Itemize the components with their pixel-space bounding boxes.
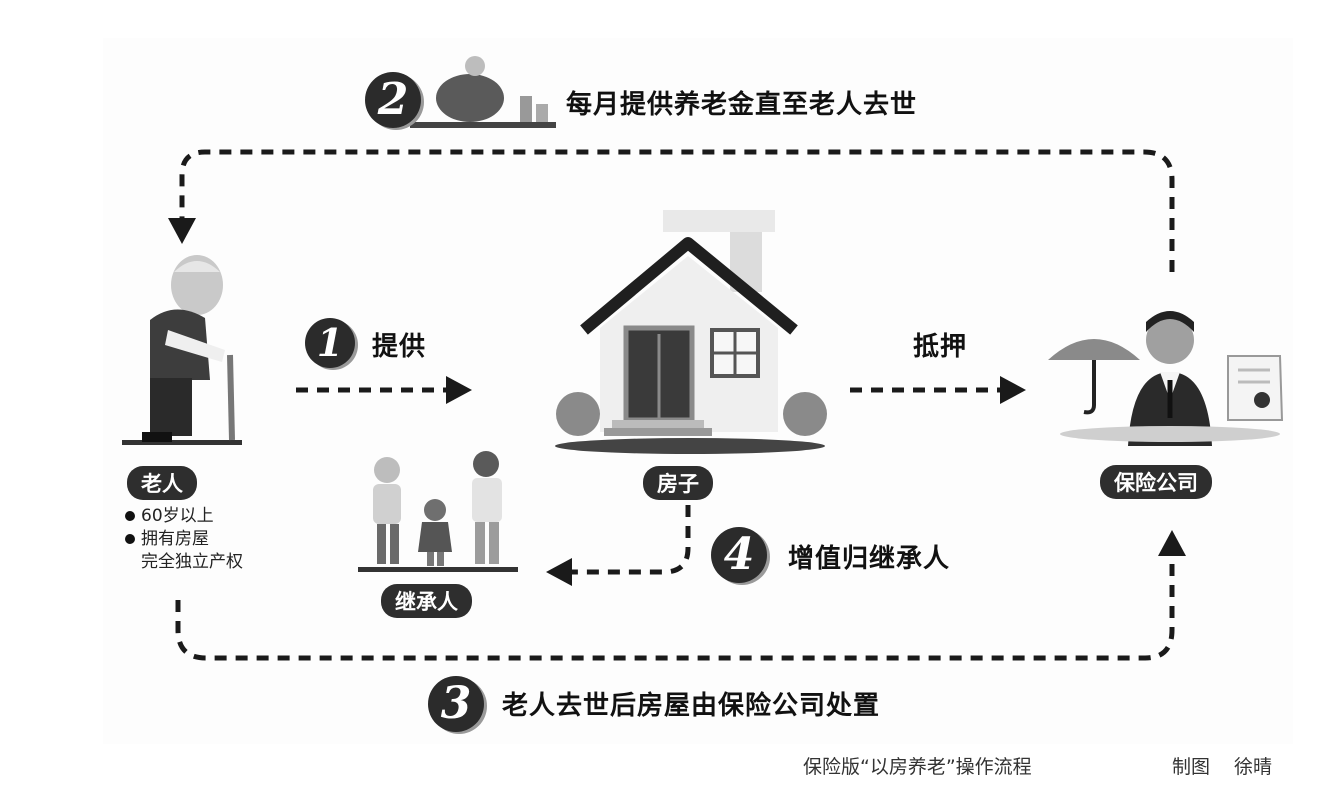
step-4-badge: 4 <box>711 527 767 583</box>
step-1-label: 提供 <box>372 332 427 362</box>
condition-item: 60岁以上 <box>125 505 243 528</box>
arrowhead-insurer <box>1158 530 1186 556</box>
step-3-badge: 3 <box>428 676 484 732</box>
node-elder: 老人 <box>127 466 197 500</box>
heirs-illustration <box>358 451 518 572</box>
step-2-label: 每月提供养老金直至老人去世 <box>566 90 918 120</box>
step-3-label: 老人去世后房屋由保险公司处置 <box>502 691 881 721</box>
elder-conditions: 60岁以上 拥有房屋 完全独立产权 <box>125 505 243 574</box>
piggy-bank-icon <box>410 56 556 128</box>
condition-item: 完全独立产权 <box>141 552 243 572</box>
figure-credit: 制图 徐晴 <box>1172 756 1273 778</box>
arrowhead-insurer-right <box>1000 376 1026 404</box>
arrowhead-elder <box>168 218 196 244</box>
node-house: 房子 <box>643 466 713 500</box>
condition-item: 拥有房屋 <box>125 528 243 551</box>
mortgage-label: 抵押 <box>913 332 968 362</box>
node-heirs: 继承人 <box>381 584 472 618</box>
step-2-badge: 2 <box>365 72 421 128</box>
arrow-insurer-disposal <box>175 560 1175 661</box>
figure-caption: 保险版“以房养老”操作流程 <box>803 756 1032 778</box>
insurer-illustration <box>1048 311 1284 446</box>
step-4-label: 增值归继承人 <box>788 544 951 574</box>
house-illustration <box>555 210 827 454</box>
arrowhead-house <box>446 376 472 404</box>
elder-illustration <box>122 255 242 445</box>
node-insurer: 保险公司 <box>1100 465 1212 499</box>
arrow-appreciation <box>570 505 691 575</box>
arrowhead-heirs <box>546 558 572 586</box>
arrow-monthly-pension <box>179 149 1175 272</box>
step-1-badge: 1 <box>305 318 355 368</box>
